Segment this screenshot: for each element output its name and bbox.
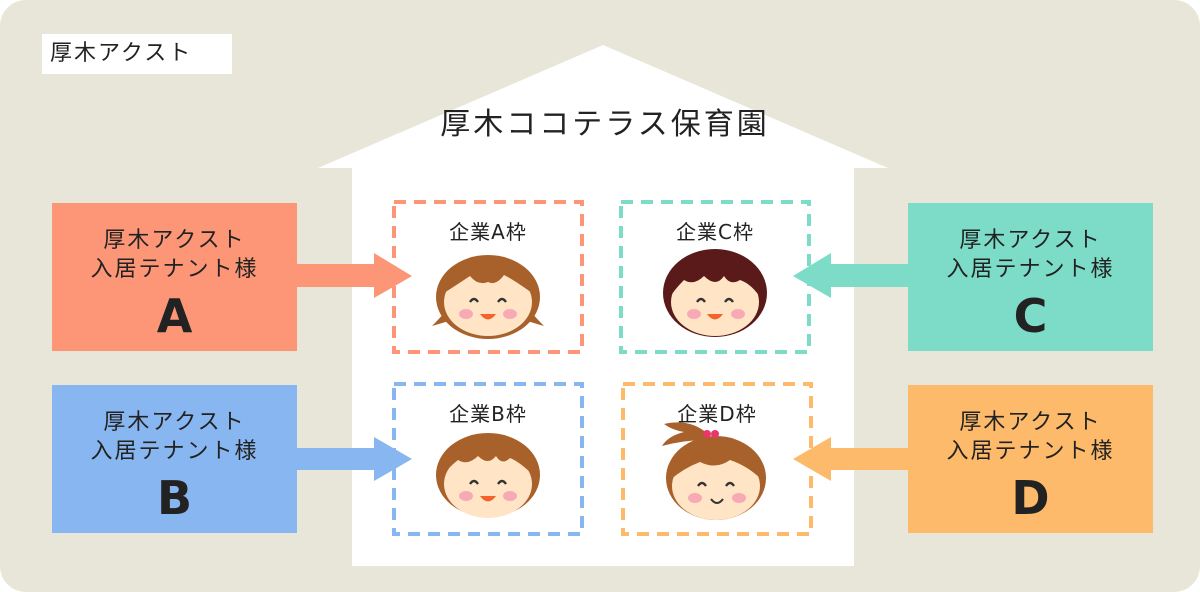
house-title: 厚木ココテラス保育園 bbox=[440, 107, 770, 142]
tenant-d: 厚木アクスト 入居テナント様 D bbox=[908, 385, 1153, 533]
tenant-c: 厚木アクスト 入居テナント様 C bbox=[908, 203, 1153, 351]
slot-frame-c bbox=[619, 200, 811, 354]
arrow-c bbox=[793, 253, 908, 298]
tenant-d-line1: 厚木アクスト bbox=[959, 410, 1102, 435]
tenant-box-b bbox=[52, 385, 297, 533]
tenant-b-line2: 入居テナント様 bbox=[90, 439, 259, 464]
tenant-a-line1: 厚木アクスト bbox=[103, 228, 246, 253]
slot-title-b: 企業B枠 bbox=[449, 402, 527, 426]
arrow-a bbox=[297, 253, 412, 298]
tenant-d-line2: 入居テナント様 bbox=[946, 439, 1115, 464]
slot-title-a: 企業A枠 bbox=[449, 220, 527, 244]
tenant-box-c bbox=[908, 203, 1153, 351]
slot-frame-a bbox=[392, 200, 584, 354]
slot-title-c: 企業C枠 bbox=[676, 220, 754, 244]
girl-face-icon bbox=[432, 255, 544, 339]
slot-frame-b bbox=[392, 382, 584, 536]
girl-ponytail-face-icon bbox=[662, 422, 766, 520]
slot-title-d: 企業D枠 bbox=[677, 402, 757, 426]
tenant-c-letter: C bbox=[1013, 289, 1048, 343]
tenant-d-letter: D bbox=[1011, 471, 1050, 525]
tenant-box-a bbox=[52, 203, 297, 351]
boy-face-icon bbox=[436, 433, 540, 518]
tenant-a-letter: A bbox=[156, 289, 193, 343]
slot-frame-d bbox=[621, 382, 813, 536]
tenant-box-d bbox=[908, 385, 1153, 533]
tenant-b: 厚木アクスト 入居テナント様 B bbox=[52, 385, 297, 533]
tenant-c-line1: 厚木アクスト bbox=[959, 228, 1102, 253]
area-label: 厚木アクスト bbox=[42, 34, 232, 74]
child-face-icon bbox=[663, 249, 767, 337]
tenant-b-letter: B bbox=[156, 471, 193, 525]
arrow-b bbox=[297, 437, 412, 481]
tenant-b-line1: 厚木アクスト bbox=[103, 410, 246, 435]
tenant-a: 厚木アクスト 入居テナント様 A bbox=[52, 203, 297, 351]
arrow-d bbox=[793, 437, 908, 481]
house-body bbox=[352, 166, 854, 566]
tenant-c-line2: 入居テナント様 bbox=[946, 257, 1115, 282]
tenant-a-line2: 入居テナント様 bbox=[90, 257, 259, 282]
house-roof bbox=[318, 45, 888, 168]
